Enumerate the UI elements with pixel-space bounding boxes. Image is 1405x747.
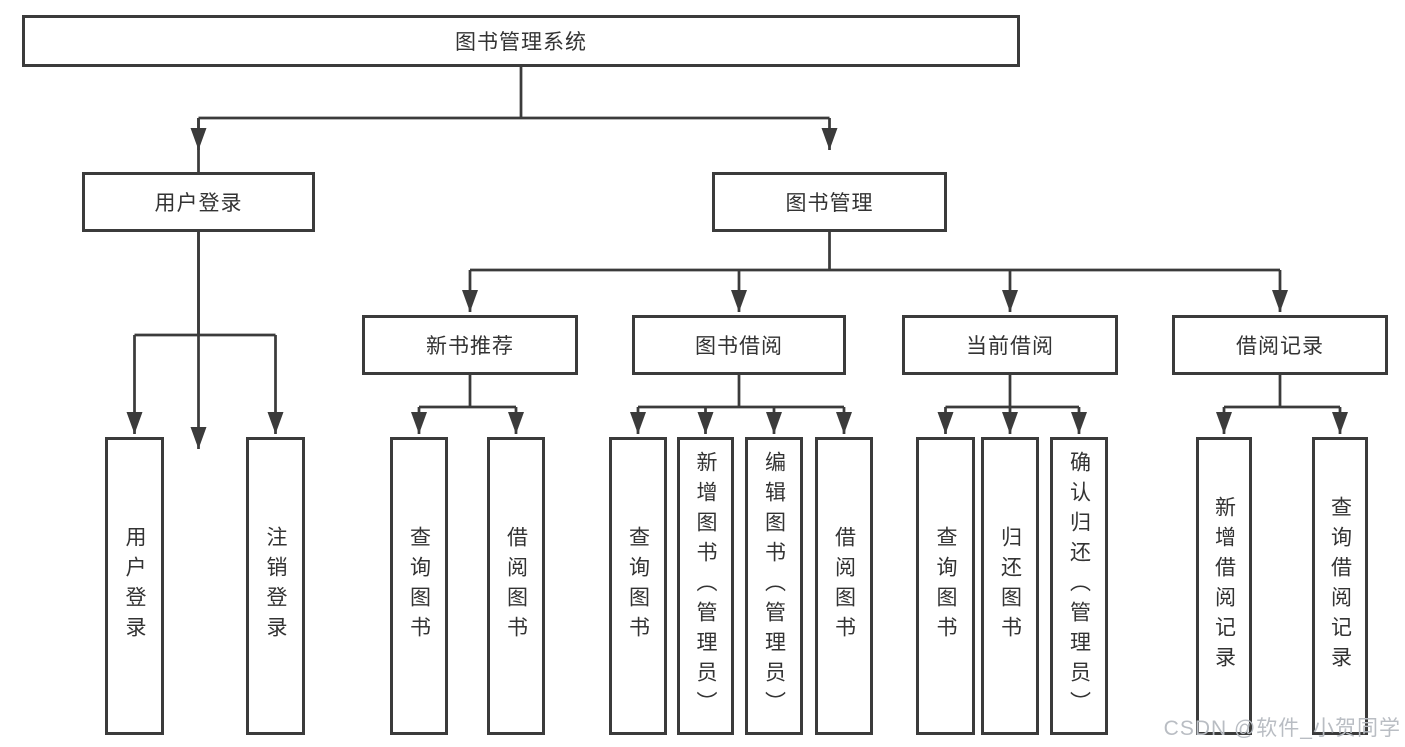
leaf-logout-label: 注销登录 bbox=[264, 526, 287, 646]
leaf-recommend-borrow-books-label: 借阅图书 bbox=[504, 526, 528, 646]
leaf-logout: 注销登录 bbox=[246, 437, 305, 735]
leaf-user-login-label: 用户登录 bbox=[123, 526, 146, 646]
leaf-current-return-books-label: 归还图书 bbox=[998, 526, 1022, 646]
leaf-current-confirm-return-admin: 确认归还（管理员） bbox=[1050, 437, 1108, 735]
node-library-system-label: 图书管理系统 bbox=[455, 31, 587, 54]
node-user-login: 用户登录 bbox=[82, 172, 315, 232]
node-new-book-recommend: 新书推荐 bbox=[362, 315, 578, 375]
leaf-current-confirm-return-admin-label: 确认归还（管理员） bbox=[1067, 451, 1091, 721]
node-library-system: 图书管理系统 bbox=[22, 15, 1020, 67]
leaf-current-query-books-label: 查询图书 bbox=[934, 526, 957, 646]
node-book-management: 图书管理 bbox=[712, 172, 947, 232]
leaf-borrowing-query-books-label: 查询图书 bbox=[626, 526, 650, 646]
node-current-borrowing: 当前借阅 bbox=[902, 315, 1118, 375]
leaf-recommend-query-books: 查询图书 bbox=[390, 437, 448, 735]
leaf-recommend-query-books-label: 查询图书 bbox=[407, 526, 431, 646]
leaf-borrowing-query-books: 查询图书 bbox=[609, 437, 667, 735]
node-book-management-label: 图书管理 bbox=[785, 192, 874, 215]
leaf-records-query-record-label: 查询借阅记录 bbox=[1328, 496, 1352, 676]
csdn-watermark: CSDN @软件_小贺同学 bbox=[1163, 717, 1401, 740]
node-borrow-records: 借阅记录 bbox=[1172, 315, 1388, 375]
leaf-records-add-record-label: 新增借阅记录 bbox=[1212, 496, 1236, 676]
leaf-borrowing-edit-books-admin: 编辑图书（管理员） bbox=[745, 437, 803, 735]
leaf-records-add-record: 新增借阅记录 bbox=[1196, 437, 1252, 735]
leaf-borrowing-add-books-admin: 新增图书（管理员） bbox=[677, 437, 734, 735]
node-current-borrowing-label: 当前借阅 bbox=[966, 335, 1054, 358]
leaf-current-query-books: 查询图书 bbox=[916, 437, 975, 735]
leaf-user-login: 用户登录 bbox=[105, 437, 164, 735]
leaf-records-query-record: 查询借阅记录 bbox=[1312, 437, 1368, 735]
leaf-borrowing-borrow-books-label: 借阅图书 bbox=[832, 526, 856, 646]
node-user-login-label: 用户登录 bbox=[154, 192, 243, 215]
leaf-borrowing-add-books-admin-label: 新增图书（管理员） bbox=[694, 451, 717, 721]
node-borrow-records-label: 借阅记录 bbox=[1236, 335, 1324, 358]
node-new-book-recommend-label: 新书推荐 bbox=[426, 335, 514, 358]
leaf-recommend-borrow-books: 借阅图书 bbox=[487, 437, 545, 735]
node-book-borrowing-label: 图书借阅 bbox=[695, 335, 783, 358]
leaf-borrowing-borrow-books: 借阅图书 bbox=[815, 437, 873, 735]
node-book-borrowing: 图书借阅 bbox=[632, 315, 846, 375]
leaf-current-return-books: 归还图书 bbox=[981, 437, 1039, 735]
leaf-borrowing-edit-books-admin-label: 编辑图书（管理员） bbox=[762, 451, 786, 721]
